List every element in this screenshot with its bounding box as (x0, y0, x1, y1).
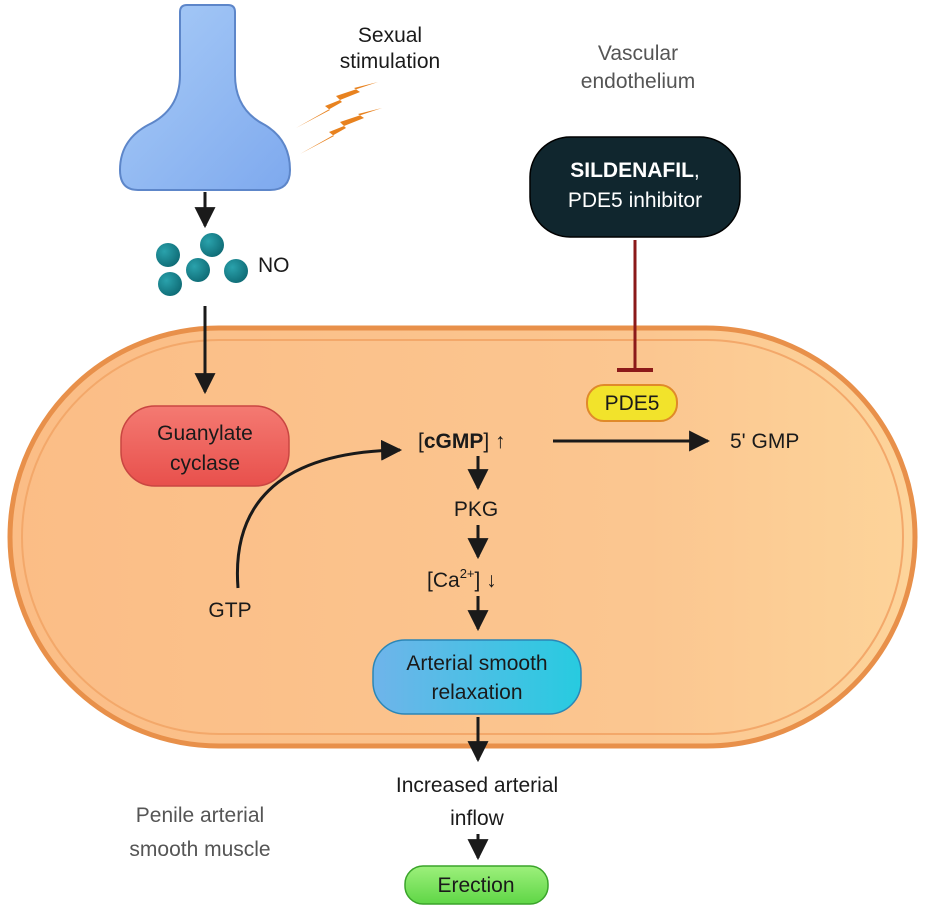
calcium-open: [Ca (427, 569, 460, 592)
penile-label-line2: smooth muscle (129, 838, 270, 861)
sildenafil-name: SILDENAFIL (570, 159, 694, 182)
guanylate-cyclase-label-line1: Guanylate (157, 422, 253, 445)
sildenafil-comma: , (694, 159, 700, 182)
arterial-relaxation-box (372, 639, 582, 715)
pde5-box (586, 384, 678, 422)
sildenafil-box (529, 136, 741, 238)
calcium-label: [Ca2+] ↓ (427, 566, 497, 592)
erection-label: Erection (437, 874, 514, 897)
cgmp-bracket-close: ] ↑ (483, 430, 505, 453)
smooth-muscle-cell-inner (21, 339, 904, 735)
penile-label-line1: Penile arterial (136, 804, 264, 827)
lightning-bolt-icon (296, 82, 382, 154)
neuron-terminal-icon (118, 4, 292, 191)
nitric-oxide-particles-icon (156, 233, 248, 296)
relaxation-label-line1: Arterial smooth (406, 652, 547, 675)
calcium-close: ] ↓ (475, 569, 497, 592)
cgmp-bracket-open: [ (418, 430, 424, 453)
calcium-superscript: 2+ (460, 566, 475, 581)
inflow-label-line1: Increased arterial (396, 774, 558, 797)
cgmp-label: [cGMP] ↑ (418, 430, 506, 453)
gmp5-label: 5' GMP (730, 430, 799, 453)
guanylate-cyclase-box (120, 405, 290, 487)
vascular-endothelium-label-line2: endothelium (581, 70, 695, 93)
sildenafil-label: SILDENAFIL, (570, 159, 700, 182)
arrow-gtp-to-cgmp (235, 439, 403, 589)
sexual-stimulation-label-line2: stimulation (340, 50, 440, 73)
pde5-label: PDE5 (605, 392, 660, 415)
pkg-label: PKG (454, 498, 498, 521)
pde5-inhibitor-label: PDE5 inhibitor (568, 189, 702, 212)
guanylate-cyclase-label-line2: cyclase (170, 452, 240, 475)
vascular-endothelium-label-line1: Vascular (598, 42, 678, 65)
sexual-stimulation-label-line1: Sexual (358, 24, 422, 47)
relaxation-label-line2: relaxation (431, 681, 522, 704)
gtp-label: GTP (208, 599, 251, 622)
erection-box (404, 865, 549, 905)
inflow-label-line2: inflow (450, 807, 505, 830)
no-label: NO (258, 254, 290, 277)
cgmp-name: cGMP (424, 430, 484, 453)
